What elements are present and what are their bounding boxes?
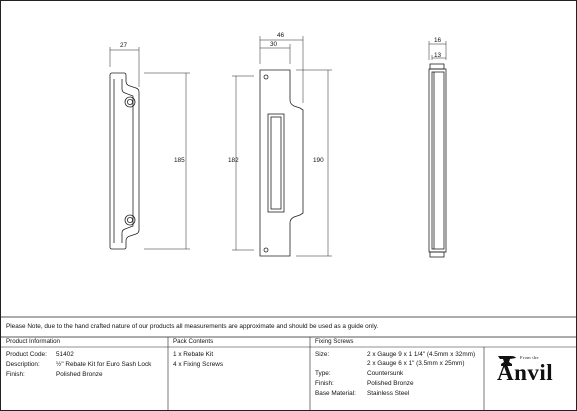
pack-item: 1 x Rebate Kit (173, 351, 214, 358)
screw-finish-value: Polished Bronze (367, 380, 414, 387)
screw-size-value: 2 x Gauge 6 x 1" (3.5mm x 25mm) (367, 360, 465, 367)
base-material-value: Stainless Steel (367, 390, 410, 397)
side-view (428, 41, 447, 258)
screw-size-value: 2 x Gauge 9 x 1 1/4" (4.5mm x 32mm) (367, 351, 476, 358)
strike-plate-view (232, 36, 332, 257)
pack-contents-header: Pack Contents (173, 338, 214, 345)
finish-label: Finish: (6, 371, 25, 378)
dim-plate-overall-width: 46 (277, 32, 285, 39)
dim-plate-height: 182 (228, 157, 239, 164)
screw-size-label: Size: (315, 351, 330, 358)
description-value: ½" Rebate Kit for Euro Sash Lock (56, 361, 152, 368)
dim-front-width: 27 (120, 42, 128, 49)
dim-plate-total-height: 190 (313, 157, 324, 164)
dim-side-inner-width: 13 (434, 52, 442, 59)
fixing-screws-header: Fixing Screws (315, 338, 354, 345)
finish-value: Polished Bronze (56, 371, 103, 378)
front-view (109, 47, 190, 250)
screw-type-value: Countersunk (367, 370, 404, 377)
description-label: Description: (6, 361, 40, 368)
screw-finish-label: Finish: (315, 380, 334, 387)
base-material-label: Base Material: (315, 390, 356, 397)
screw-type-label: Type: (315, 370, 331, 377)
anvil-icon (498, 356, 516, 366)
product-code-value: 51402 (56, 351, 74, 358)
dim-front-height: 185 (174, 157, 185, 164)
product-code-label: Product Code: (6, 351, 47, 358)
disclaimer-note: Please Note, due to the hand crafted nat… (6, 323, 379, 330)
dim-plate-width: 30 (270, 41, 278, 48)
product-information-header: Product Information (6, 338, 60, 345)
dim-side-width: 16 (434, 37, 442, 44)
pack-item: 4 x Fixing Screws (173, 361, 224, 368)
logo-tagline: From the (520, 355, 539, 360)
